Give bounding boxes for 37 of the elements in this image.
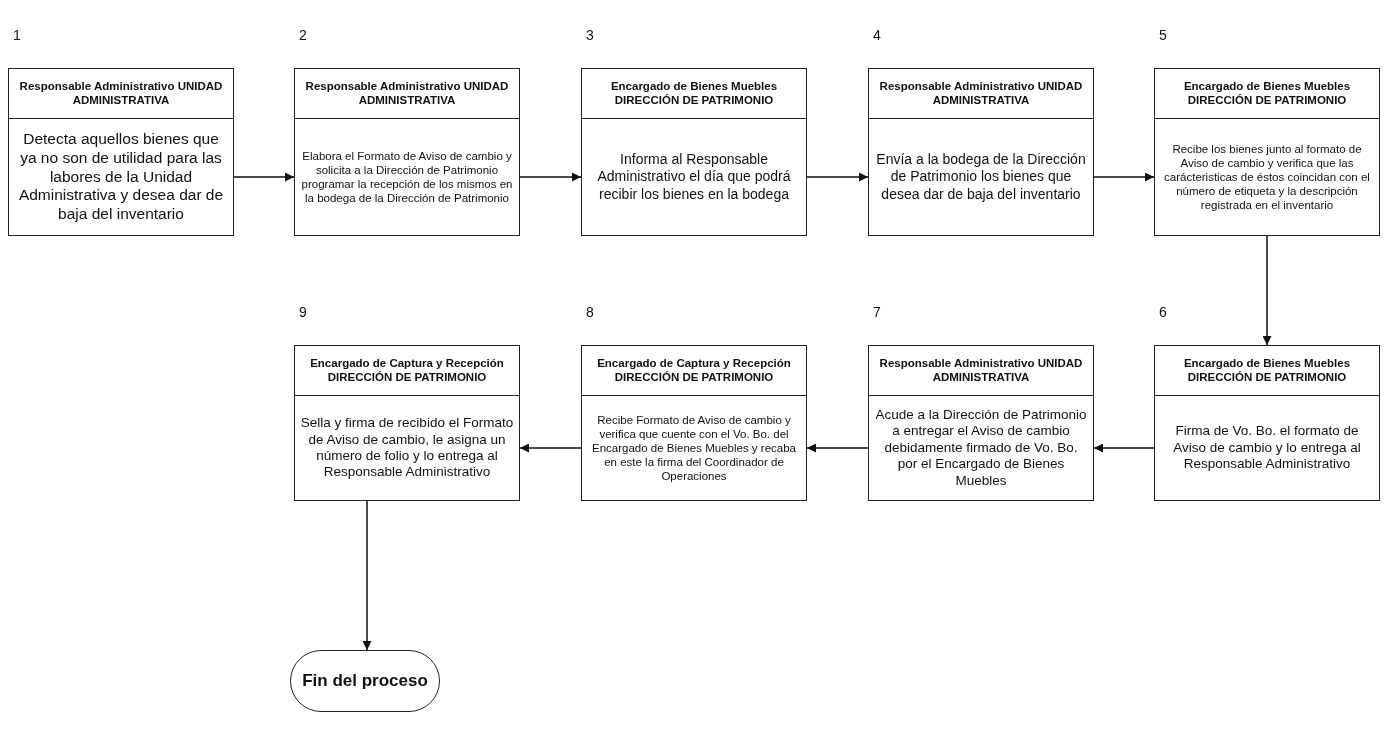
- arrow: [519, 443, 582, 453]
- role-heading: Responsable Administrativo UNIDAD ADMINISTRATIVA: [295, 69, 519, 119]
- step-number: 1: [13, 27, 21, 43]
- role-heading: Encargado de Bienes Muebles DIRECCIÓN DE PATRIMONIO: [1155, 346, 1379, 396]
- step-number: 3: [586, 27, 594, 43]
- step-number: 5: [1159, 27, 1167, 43]
- arrow: [519, 172, 582, 182]
- step-number: 6: [1159, 304, 1167, 320]
- step-description: Firma de Vo. Bo. el formato de Aviso de cambio y lo entrega al Responsable Administrativo: [1172, 422, 1362, 474]
- role-heading: Encargado de Bienes Muebles DIRECCIÓN DE PATRIMONIO: [1155, 69, 1379, 119]
- step-description: Elabora el Formato de Aviso de cambio y solicita a la Dirección de Patrimonio programar la recepción de los mismos en la bodega de la Dirección de Patrimonio: [300, 148, 514, 206]
- role-heading: Responsable Administrativo UNIDAD ADMINISTRATIVA: [9, 69, 233, 119]
- role-heading: Encargado de Bienes Muebles DIRECCIÓN DE PATRIMONIO: [582, 69, 806, 119]
- arrow: [1262, 235, 1272, 346]
- step-number: 2: [299, 27, 307, 43]
- arrow: [806, 443, 869, 453]
- step-number: 7: [873, 304, 881, 320]
- arrow: [233, 172, 295, 182]
- terminator-label: Fin del proceso: [302, 671, 428, 691]
- arrow: [806, 172, 869, 182]
- step-number: 8: [586, 304, 594, 320]
- step-description: Acude a la Dirección de Patrimonio a entregar el Aviso de cambio debidamente firmado de Vo. Bo. por el Encargado de Bienes Muebles: [874, 405, 1088, 490]
- step-description: Recibe los bienes junto al formato de Aviso de cambio y verifica que las carácteristicas de éstos coincidan con el número de etiqueta y la descripción registrada en el inventario: [1163, 141, 1371, 213]
- step-description: Detecta aquellos bienes que ya no son de utilidad para las labores de la Unidad Administrativa y desea dar de baja del inventario: [17, 128, 225, 225]
- step-number: 9: [299, 304, 307, 320]
- step-description: Recibe Formato de Aviso de cambio y verifica que cuente con el Vo. Bo. del Encargado de Bienes Muebles y recaba en este la firma del Coordinador de Operaciones: [591, 412, 797, 484]
- step-description: Informa al Responsable Administrativo el día que podrá recibir los bienes en la bodega: [596, 150, 792, 204]
- role-heading: Encargado de Captura y Recepción DIRECCIÓN DE PATRIMONIO: [295, 346, 519, 396]
- arrow: [1093, 172, 1155, 182]
- role-heading: Responsable Administrativo UNIDAD ADMINISTRATIVA: [869, 69, 1093, 119]
- role-heading: Encargado de Captura y Recepción DIRECCIÓN DE PATRIMONIO: [582, 346, 806, 396]
- arrow: [362, 500, 372, 651]
- role-heading: Responsable Administrativo UNIDAD ADMINISTRATIVA: [869, 346, 1093, 396]
- arrow: [1093, 443, 1155, 453]
- step-number: 4: [873, 27, 881, 43]
- step-description: Sella y firma de recibido el Formato de Aviso de cambio, le asigna un número de folio y lo entrega al Responsable Administrativo: [299, 414, 515, 482]
- step-description: Envía a la bodega de la Dirección de Patrimonio los bienes que desea dar de baja del inventario: [875, 150, 1087, 204]
